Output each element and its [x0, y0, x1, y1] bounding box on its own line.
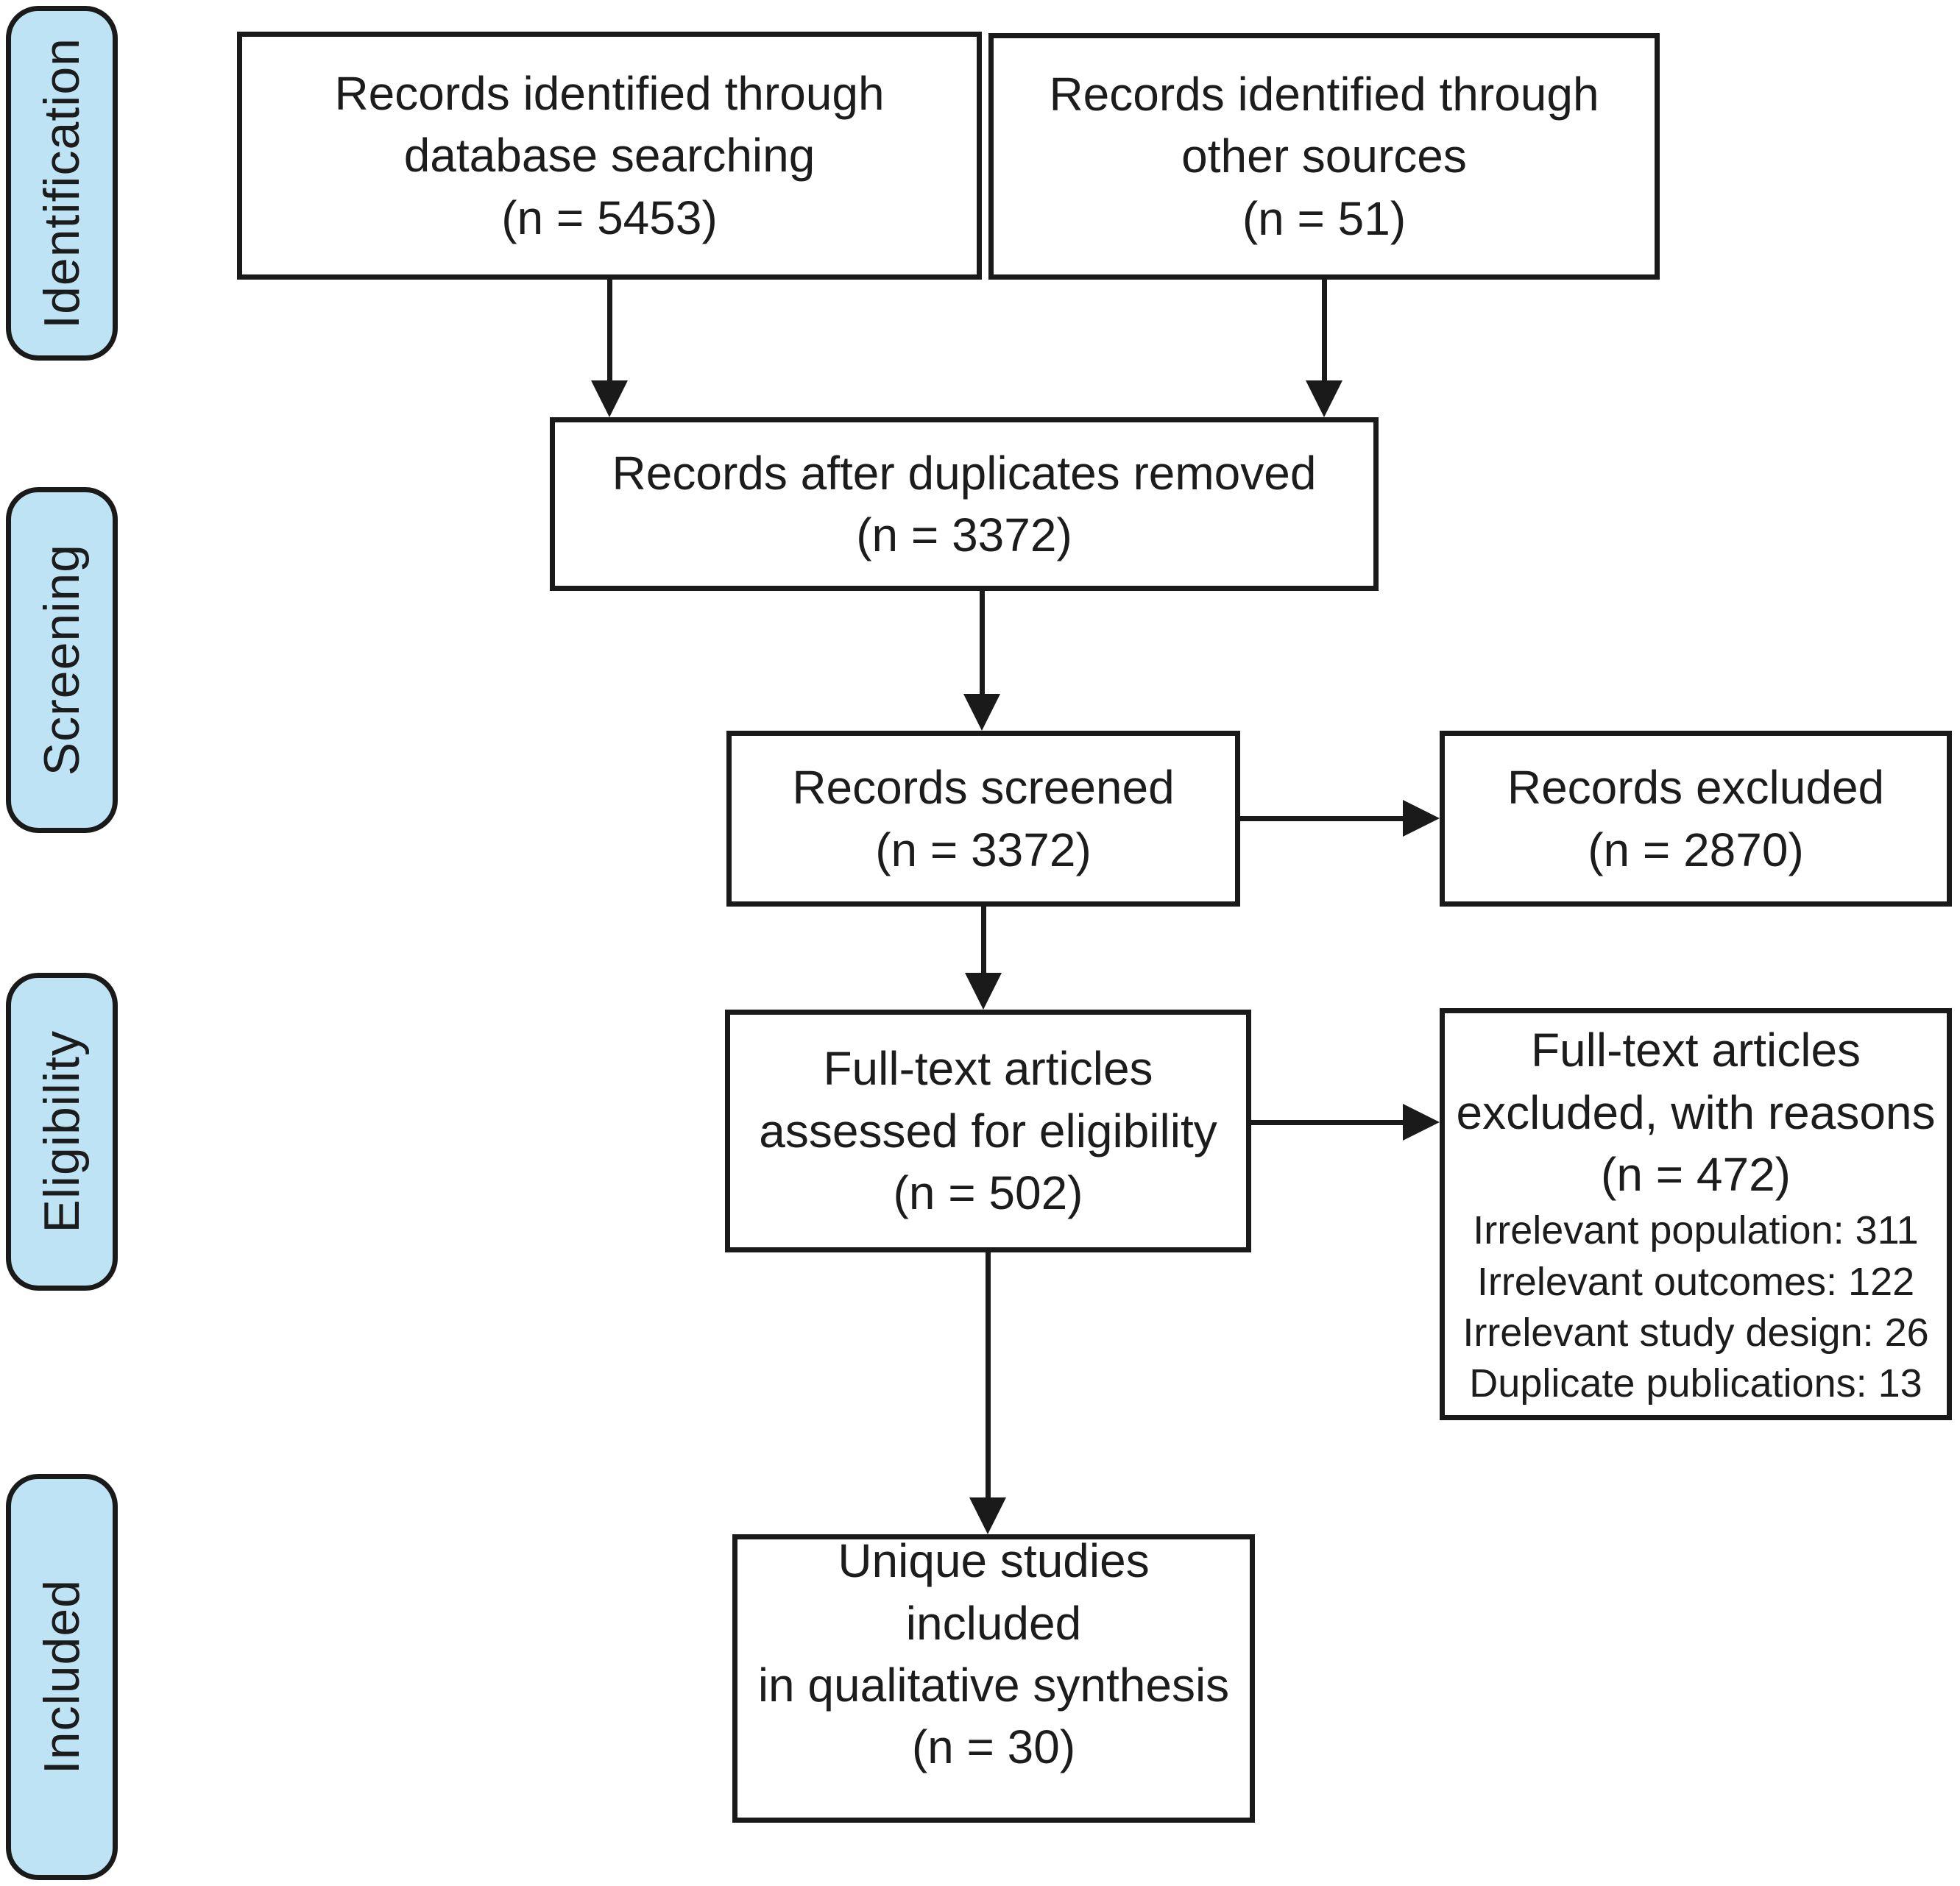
- box-records-identified-database: Records identified through database sear…: [237, 32, 982, 280]
- arrowhead-down-icon: [591, 380, 628, 417]
- box-text: Full-text articles: [1530, 1024, 1861, 1077]
- box-text: excluded, with reasons: [1456, 1085, 1936, 1139]
- box-records-screened: Records screened (n = 3372): [726, 731, 1240, 907]
- box-records-excluded: Records excluded (n = 2870): [1440, 731, 1952, 907]
- box-fulltext-assessed: Full-text articles assessed for eligibil…: [725, 1010, 1251, 1252]
- box-count: (n = 2870): [1588, 823, 1804, 876]
- stage-included: Included: [6, 1474, 118, 1880]
- exclusion-reason: Irrelevant population: 311: [1473, 1208, 1919, 1253]
- box-text: Records screened: [792, 761, 1175, 815]
- stage-identification-label: Identification: [34, 38, 90, 329]
- connector-other-to-duplicates: [1322, 280, 1327, 383]
- box-text: Full-text articles: [823, 1042, 1153, 1096]
- box-text: database searching: [403, 129, 816, 182]
- stage-included-label: Included: [34, 1579, 90, 1775]
- connector-duplicates-to-screened: [980, 591, 985, 695]
- box-records-identified-other: Records identified through other sources…: [988, 33, 1660, 280]
- box-text: Unique studies included: [838, 1534, 1150, 1650]
- exclusion-reason: Irrelevant outcomes: 122: [1476, 1259, 1915, 1304]
- connector-screened-to-fulltext: [981, 907, 986, 974]
- box-text: Records identified through: [1049, 67, 1599, 121]
- connector-fulltext-to-included: [986, 1252, 991, 1499]
- box-text: Records after duplicates removed: [612, 446, 1317, 500]
- arrowhead-down-icon: [963, 694, 1000, 731]
- exclusion-reason: Duplicate publications: 13: [1469, 1361, 1922, 1405]
- box-after-duplicates-removed: Records after duplicates removed (n = 33…: [550, 417, 1379, 591]
- stage-eligibility-label: Eligibility: [34, 1030, 90, 1233]
- stage-eligibility: Eligibility: [6, 973, 118, 1291]
- arrowhead-right-icon: [1403, 1104, 1440, 1141]
- box-count: (n = 30): [911, 1720, 1076, 1774]
- arrowhead-down-icon: [1306, 380, 1342, 417]
- box-text: in qualitative synthesis: [757, 1659, 1230, 1712]
- box-text: Records identified through: [334, 66, 885, 120]
- arrowhead-down-icon: [969, 1497, 1006, 1534]
- box-text: Records excluded: [1507, 761, 1885, 815]
- connector-screened-to-excluded: [1240, 816, 1406, 821]
- connector-fulltext-to-excluded: [1251, 1120, 1406, 1125]
- box-text: assessed for eligibility: [759, 1104, 1217, 1158]
- box-fulltext-excluded: Full-text articles excluded, with reason…: [1440, 1008, 1952, 1420]
- exclusion-reason: Irrelevant study design: 26: [1462, 1310, 1929, 1355]
- box-count: (n = 472): [1601, 1148, 1791, 1202]
- stage-screening-label: Screening: [34, 544, 90, 776]
- box-text: other sources: [1181, 130, 1467, 183]
- box-included-studies: Unique studies included in qualitative s…: [732, 1534, 1255, 1823]
- box-count: (n = 3372): [856, 508, 1072, 561]
- arrowhead-right-icon: [1403, 800, 1440, 837]
- box-count: (n = 3372): [875, 823, 1092, 876]
- box-count: (n = 5453): [501, 191, 718, 244]
- box-count: (n = 502): [893, 1166, 1083, 1220]
- connector-database-to-duplicates: [607, 280, 612, 383]
- stage-identification: Identification: [6, 6, 118, 361]
- stage-screening: Screening: [6, 487, 118, 833]
- arrowhead-down-icon: [965, 973, 1002, 1010]
- box-count: (n = 51): [1242, 191, 1407, 245]
